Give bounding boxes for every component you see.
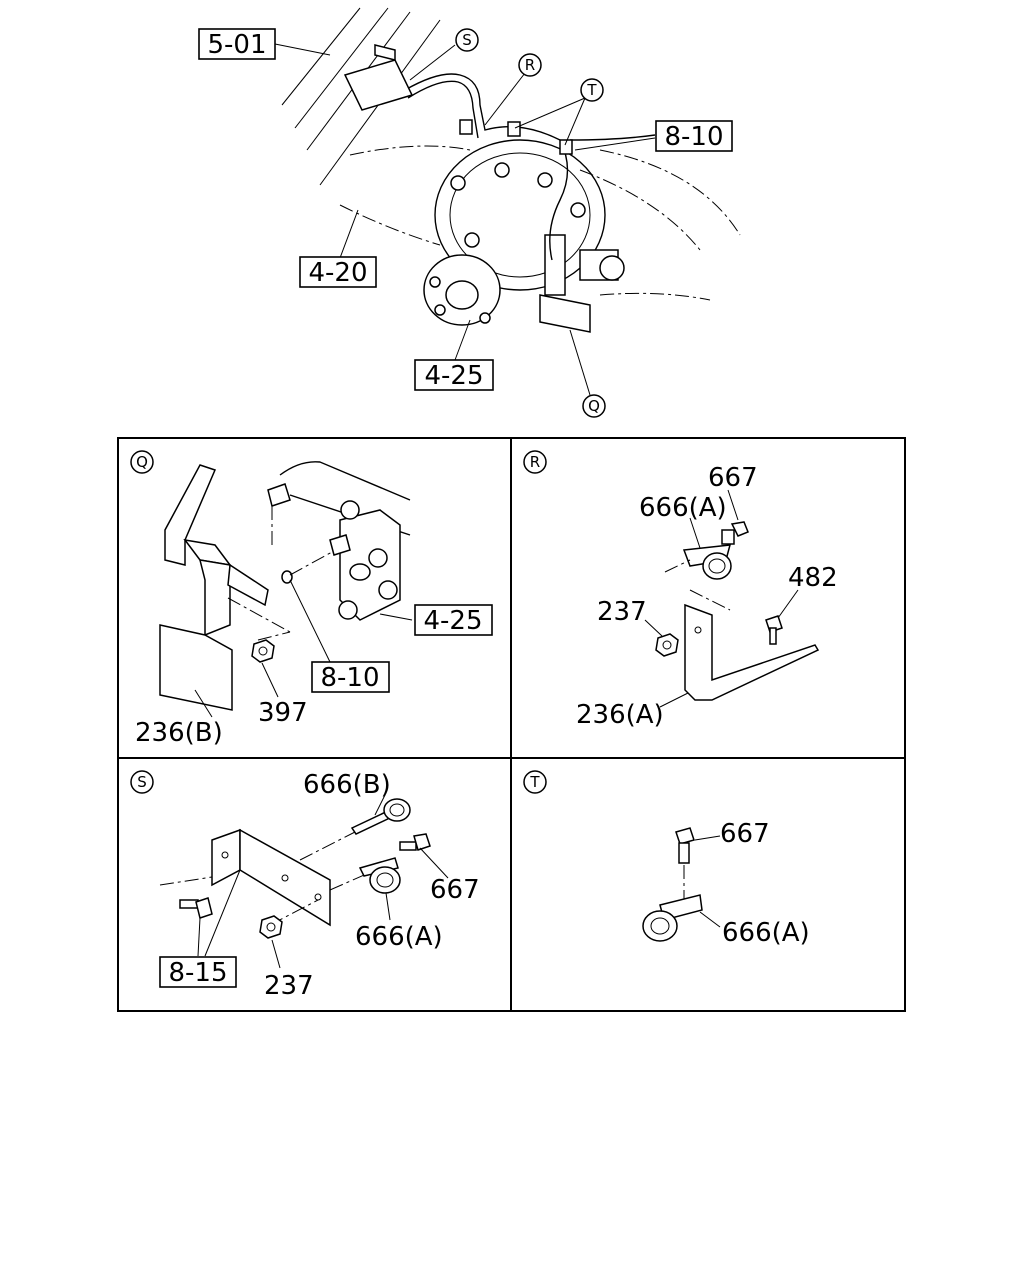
part-label-666b: 666(B): [303, 770, 391, 800]
part-label-666a: 666(A): [639, 493, 727, 523]
svg-text:S: S: [137, 773, 147, 791]
bolt-667-s-drawing: [399, 833, 431, 851]
panel-S: S: [130, 770, 480, 1001]
ref-box-q-4-25[interactable]: 4-25: [414, 604, 493, 636]
ref-box-s-8-15[interactable]: 8-15: [159, 956, 237, 988]
part-label-236a: 236(A): [576, 700, 664, 730]
svg-text:8-15: 8-15: [168, 958, 227, 988]
axle-section-drawing: [267, 461, 413, 663]
svg-text:4-25: 4-25: [423, 606, 482, 636]
svg-text:Q: Q: [588, 397, 600, 415]
part-label-482: 482: [788, 563, 838, 593]
bolt-667-t-drawing: [675, 827, 695, 864]
clip-666a-drawing: [682, 544, 732, 580]
panel-Q: Q: [130, 450, 493, 748]
part-label-666a-t: 666(A): [722, 918, 810, 948]
svg-text:R: R: [530, 453, 540, 471]
bolt-667-drawing: [721, 521, 749, 545]
ref-box-4-20[interactable]: 4-20: [299, 256, 377, 288]
nut-237-s-drawing: [259, 915, 283, 939]
svg-text:T: T: [586, 81, 597, 99]
bracket-s-drawing: [211, 828, 331, 927]
part-label-237: 237: [597, 597, 647, 627]
svg-text:Q: Q: [136, 453, 148, 471]
ref-box-5-01[interactable]: 5-01: [198, 28, 276, 60]
ref-box-q-8-10[interactable]: 8-10: [311, 661, 390, 693]
panel-T: T 667 666(A): [523, 770, 810, 948]
bolt-482-drawing: [765, 615, 783, 645]
svg-text:S: S: [462, 31, 472, 49]
detail-grid: [117, 437, 906, 1012]
callout-S[interactable]: S: [455, 28, 479, 52]
panel-marker-R: R: [523, 450, 547, 474]
ref-box-8-10[interactable]: 8-10: [655, 120, 733, 152]
part-label-667-t: 667: [720, 819, 770, 849]
overview-illustration: [274, 7, 741, 396]
nut-237-drawing: [655, 633, 679, 657]
clip-666a-t-drawing: [642, 894, 703, 942]
svg-text:5-01: 5-01: [207, 30, 266, 60]
clip-666a-s-drawing: [358, 857, 401, 894]
part-label-667: 667: [708, 463, 758, 493]
svg-text:R: R: [525, 56, 535, 74]
panel-marker-S: S: [130, 770, 154, 794]
part-label-667-s: 667: [430, 875, 480, 905]
part-label-236b: 236(B): [135, 718, 223, 748]
clip-666b-drawing: [350, 798, 411, 835]
part-label-397: 397: [258, 698, 308, 728]
svg-text:4-25: 4-25: [424, 361, 483, 391]
svg-text:8-10: 8-10: [664, 122, 723, 152]
part-label-666a-s: 666(A): [355, 922, 443, 952]
svg-text:4-20: 4-20: [308, 258, 367, 288]
bracket-236b-drawing: [159, 464, 291, 711]
svg-text:T: T: [529, 773, 540, 791]
nut-397-drawing: [251, 639, 275, 663]
svg-text:8-10: 8-10: [320, 663, 379, 693]
part-label-237-s: 237: [264, 971, 314, 1001]
panel-R: R 667 666(A) 482 237: [523, 450, 838, 730]
ref-box-4-25[interactable]: 4-25: [414, 359, 494, 391]
callout-R[interactable]: R: [518, 53, 542, 77]
panel-marker-Q: Q: [130, 450, 154, 474]
bolt-8-15-drawing: [179, 897, 213, 919]
panel-marker-T: T: [523, 770, 547, 794]
callout-T[interactable]: T: [580, 78, 604, 102]
callout-Q[interactable]: Q: [582, 394, 606, 418]
bracket-236a-drawing: [684, 603, 820, 701]
